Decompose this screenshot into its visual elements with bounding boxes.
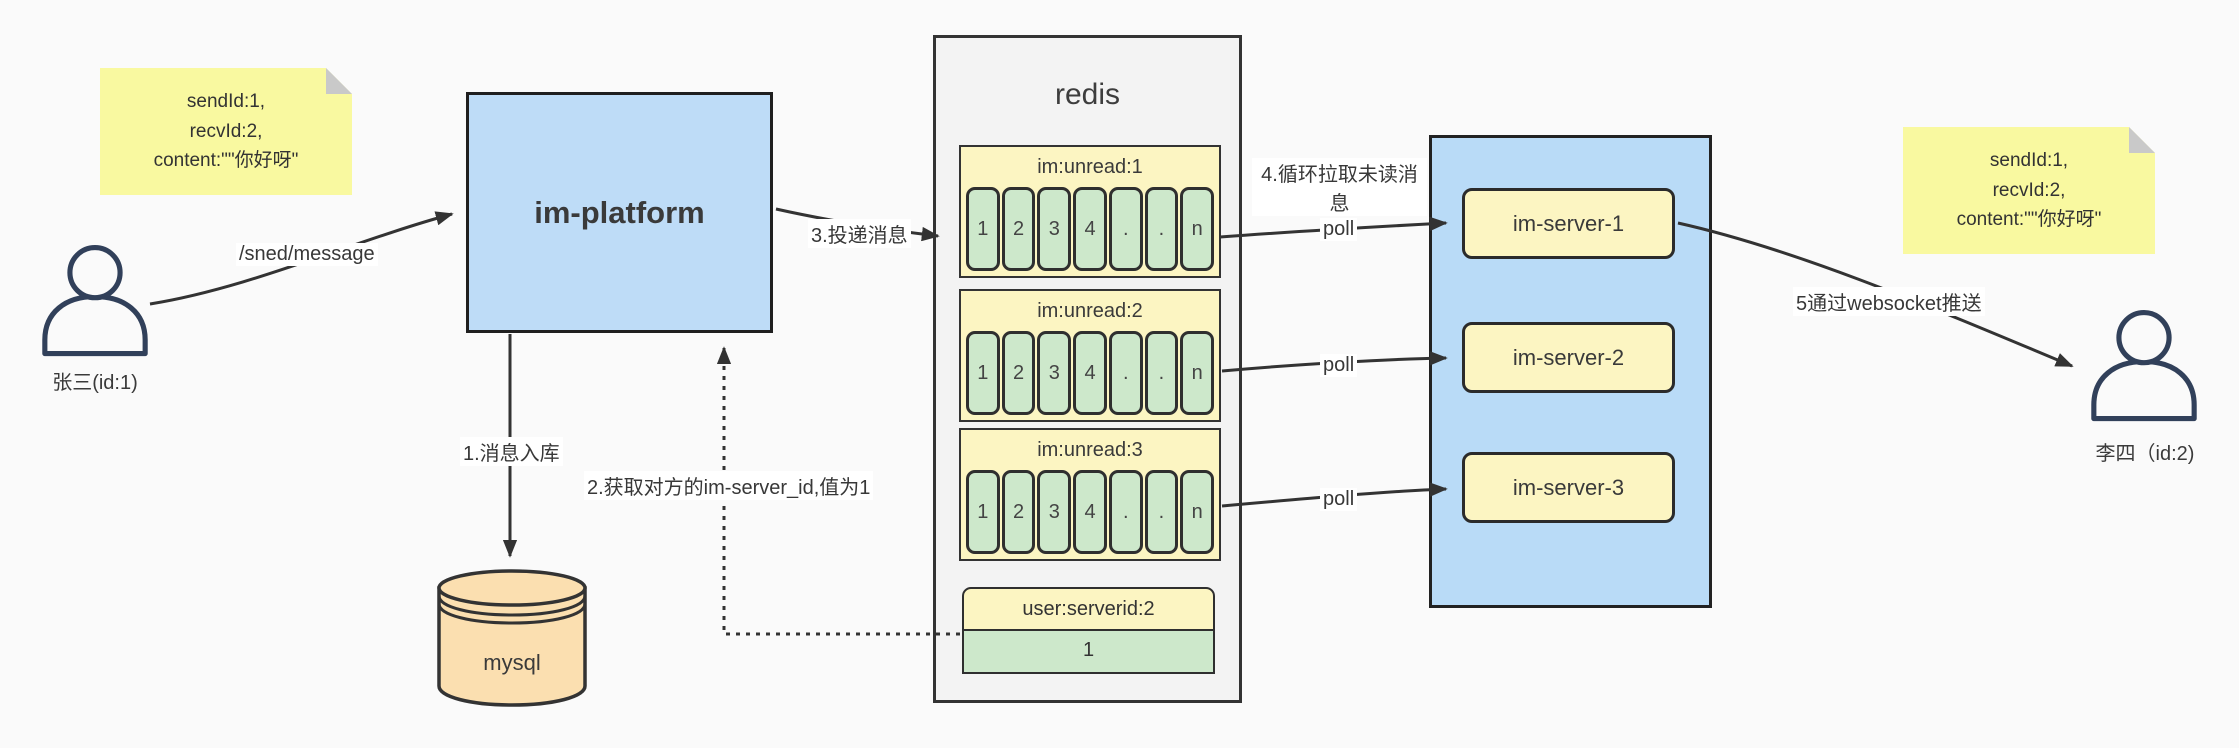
person-icon bbox=[42, 244, 148, 357]
note-line: recvId:2, bbox=[1992, 179, 2066, 201]
queue-cell: 3 bbox=[1037, 187, 1072, 271]
actor-receiver bbox=[2087, 308, 2201, 422]
edge-label-poll-1: poll bbox=[1320, 218, 1358, 241]
edge-label-poll-3: poll bbox=[1320, 488, 1358, 511]
edge-label-send-api: /sned/message bbox=[236, 243, 378, 266]
queue-cell: 4 bbox=[1073, 187, 1107, 271]
node-im-platform: im-platform bbox=[466, 92, 773, 333]
actor-sender bbox=[38, 243, 152, 357]
container-im-server-cluster: im-server-1 im-server-2 im-server-3 bbox=[1429, 135, 1712, 608]
queue-cell: 1 bbox=[966, 470, 1000, 554]
queue-cell: 2 bbox=[1001, 331, 1036, 415]
im-server-label: im-server-1 bbox=[1512, 210, 1625, 236]
queue-cell: . bbox=[1108, 187, 1143, 271]
kv-user-serverid: user:serverid:2 1 bbox=[962, 587, 1215, 674]
edge-label-step1: 1.消息入库 bbox=[460, 437, 563, 466]
person-icon bbox=[2091, 309, 2197, 422]
redis-title: redis bbox=[1054, 78, 1121, 111]
queue-cell: 2 bbox=[1001, 187, 1036, 271]
node-im-server-1: im-server-1 bbox=[1462, 188, 1675, 259]
queue-cell: 2 bbox=[1001, 470, 1036, 554]
queue-cell: . bbox=[1144, 187, 1179, 271]
container-redis: redis im:unread:1 1 2 3 4 . . n im:unrea… bbox=[933, 35, 1242, 703]
note-line: content:""你好呀" bbox=[1956, 209, 2102, 231]
edge-label-step4: 4.循环拉取未读消息 bbox=[1252, 158, 1427, 216]
queue-im-unread-2: im:unread:2 1 2 3 4 . . n bbox=[959, 289, 1221, 422]
queue-cell: n bbox=[1180, 187, 1215, 271]
sticky-note-request-right: sendId:1, recvId:2, content:""你好呀" bbox=[1903, 127, 2155, 254]
im-platform-label: im-platform bbox=[534, 194, 705, 230]
queue-title: im:unread:3 bbox=[1037, 439, 1143, 461]
queue-cell: 3 bbox=[1037, 331, 1072, 415]
actor-receiver-label: 李四（id:2) bbox=[2095, 443, 2195, 465]
node-im-server-2: im-server-2 bbox=[1462, 322, 1675, 393]
queue-cell: 4 bbox=[1073, 470, 1107, 554]
queue-title: im:unread:2 bbox=[1037, 300, 1143, 322]
edge-label-step5: 5通过websocket推送 bbox=[1793, 287, 1985, 316]
queue-cell: 4 bbox=[1073, 331, 1107, 415]
edge-label-poll-2: poll bbox=[1320, 354, 1358, 377]
kv-value: 1 bbox=[962, 631, 1215, 674]
sticky-note-request-left: sendId:1, recvId:2, content:""你好呀" bbox=[100, 68, 352, 195]
note-line: sendId:1, bbox=[186, 91, 266, 113]
queue-im-unread-3: im:unread:3 1 2 3 4 . . n bbox=[959, 428, 1221, 561]
database-cylinder-icon: mysql bbox=[437, 569, 587, 707]
queue-cells: 1 2 3 4 . . n bbox=[961, 470, 1219, 554]
mysql-label: mysql bbox=[483, 650, 540, 675]
node-im-server-3: im-server-3 bbox=[1462, 452, 1675, 523]
queue-cell: . bbox=[1144, 331, 1179, 415]
actor-sender-label: 张三(id:1) bbox=[52, 372, 138, 394]
queue-cell: 1 bbox=[966, 187, 1000, 271]
note-line: content:""你好呀" bbox=[153, 150, 299, 172]
queue-cell: n bbox=[1180, 470, 1215, 554]
note-line: sendId:1, bbox=[1989, 150, 2069, 172]
edge-label-step2: 2.获取对方的im-server_id,值为1 bbox=[584, 471, 874, 500]
note-line: recvId:2, bbox=[189, 120, 263, 142]
queue-cell: . bbox=[1144, 470, 1179, 554]
queue-im-unread-1: im:unread:1 1 2 3 4 . . n bbox=[959, 145, 1221, 278]
queue-cell: 1 bbox=[966, 331, 1000, 415]
im-server-label: im-server-3 bbox=[1512, 474, 1625, 500]
queue-cell: . bbox=[1108, 470, 1143, 554]
queue-cells: 1 2 3 4 . . n bbox=[961, 187, 1219, 271]
node-mysql: mysql bbox=[435, 566, 589, 708]
edge-label-step3: 3.投递消息 bbox=[808, 219, 911, 248]
kv-key: user:serverid:2 bbox=[962, 587, 1215, 631]
queue-cells: 1 2 3 4 . . n bbox=[961, 331, 1219, 415]
im-server-label: im-server-2 bbox=[1512, 344, 1625, 370]
queue-title: im:unread:1 bbox=[1037, 156, 1143, 178]
queue-cell: . bbox=[1108, 331, 1143, 415]
queue-cell: 3 bbox=[1037, 470, 1072, 554]
queue-cell: n bbox=[1180, 331, 1215, 415]
